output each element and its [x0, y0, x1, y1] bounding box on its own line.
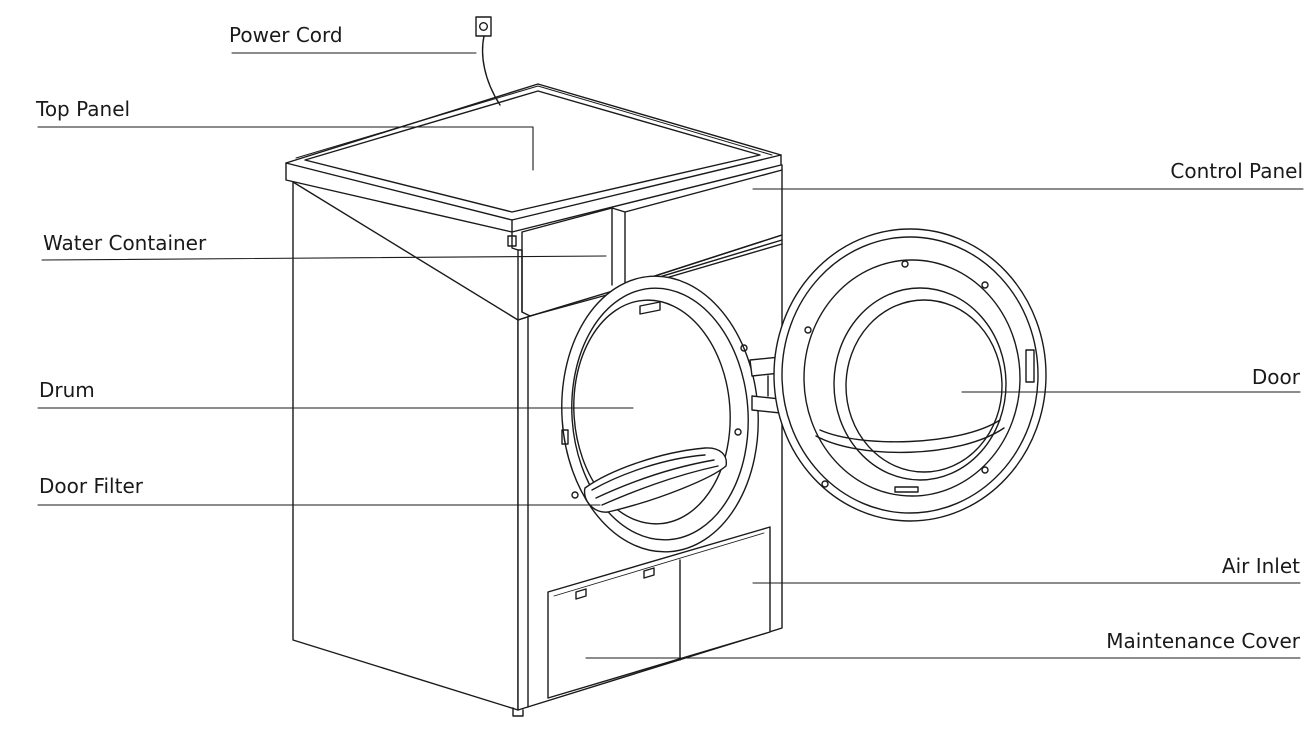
label-air-inlet: Air Inlet [1221, 554, 1300, 578]
label-drum: Drum [39, 378, 95, 402]
label-control-panel: Control Panel [1170, 159, 1303, 183]
lower-panel [547, 526, 771, 699]
control-strip [507, 164, 783, 321]
label-power-cord: Power Cord [229, 23, 343, 47]
label-water-container: Water Container [43, 231, 207, 255]
door [773, 228, 1047, 522]
leader-lines [37, 52, 1304, 659]
label-door-filter: Door Filter [39, 474, 143, 498]
label-door: Door [1251, 365, 1300, 389]
label-top-panel: Top Panel [36, 97, 131, 121]
drum-opening [561, 275, 759, 553]
leader-top-panel [37, 126, 534, 171]
power-cord [475, 16, 501, 106]
leader-water-container [41, 255, 607, 261]
label-maintenance-cover: Maintenance Cover [1106, 629, 1300, 653]
